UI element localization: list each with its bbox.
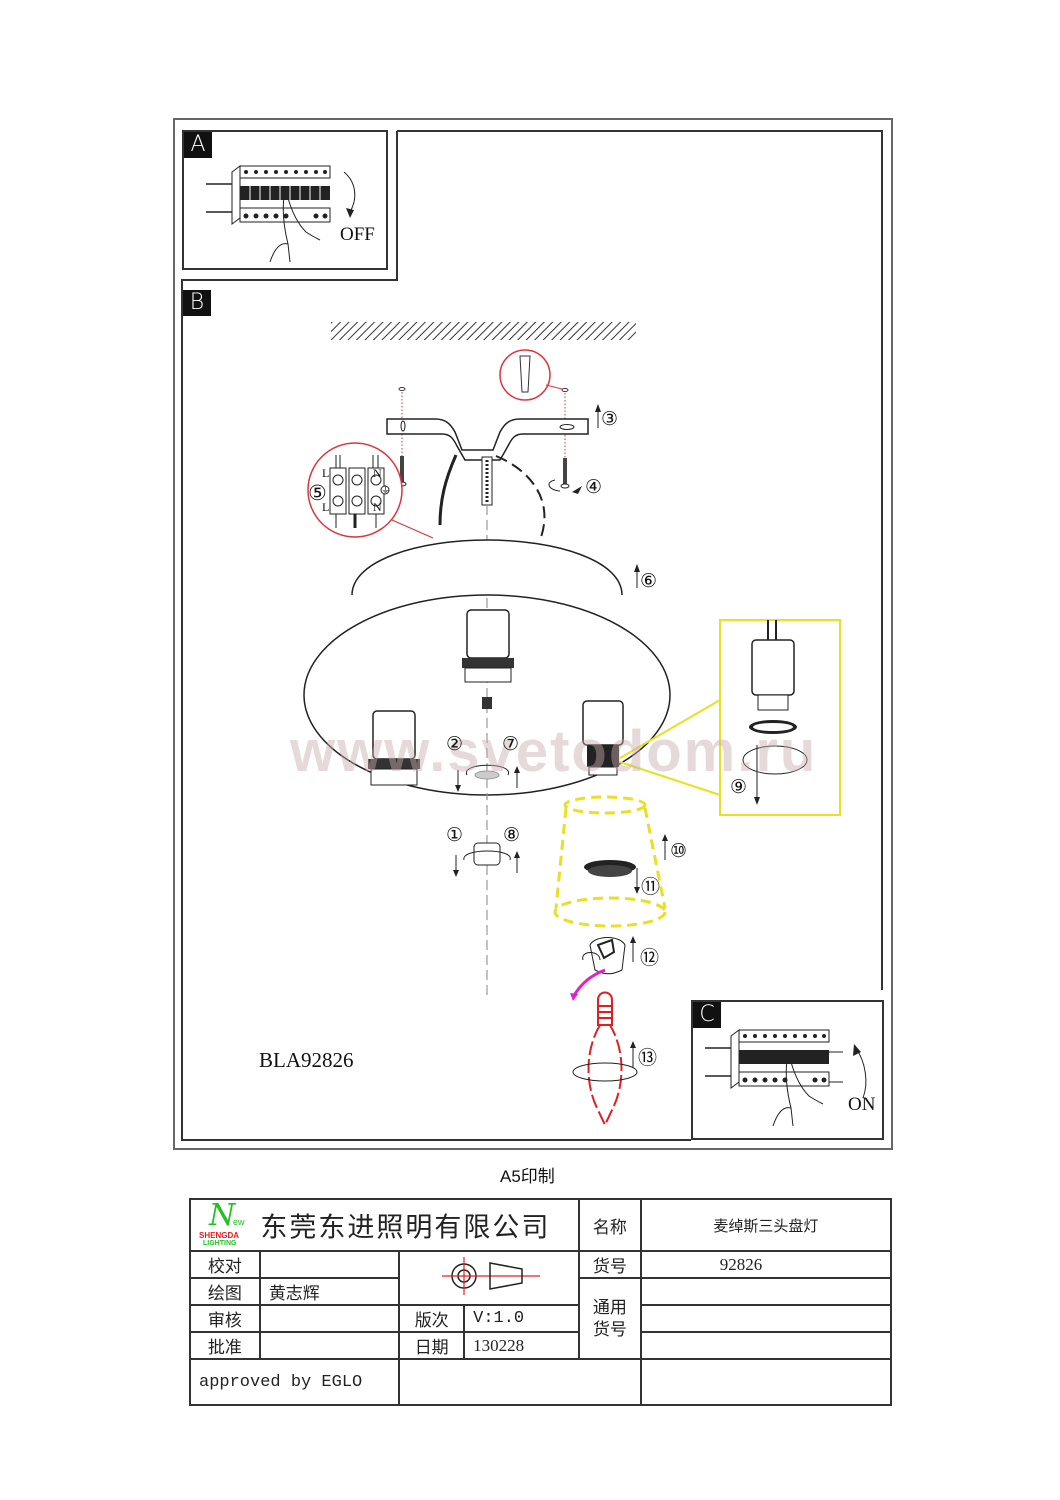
item-no-value: 92826 (639, 1250, 893, 1279)
drawing-value: 黄志辉 (258, 1277, 401, 1306)
third-angle-projection-icon (442, 1256, 541, 1295)
common-item-label-1: 通用 (592, 1297, 627, 1318)
common-item-value-2 (639, 1304, 893, 1333)
canopy (351, 539, 623, 596)
step-1: ① (446, 825, 464, 846)
common-item-label: 通用 货号 (577, 1277, 642, 1360)
drawing-label: 绘图 (189, 1277, 261, 1306)
wire-live-top: L (322, 466, 330, 480)
step-8: ⑧ (503, 825, 521, 846)
print-size-note: A5印制 (500, 1167, 555, 1186)
projection-symbol-cell (398, 1250, 580, 1306)
panel-b-label: B (183, 290, 211, 316)
panel-a: A OFF (182, 130, 388, 270)
check-value (258, 1250, 401, 1279)
glass-shade (553, 795, 667, 928)
step-9: ⑨ (730, 777, 748, 798)
assembly-illustration (303, 322, 841, 1128)
wire-live-bottom: L (322, 500, 330, 514)
panel-b-frame (181, 130, 883, 1141)
wire-neutral-bottom: N (373, 500, 382, 514)
lamp-socket-right (582, 700, 624, 776)
outer-frame (173, 118, 893, 1150)
candle-bulb (587, 991, 623, 1128)
ceiling-hatch (331, 322, 636, 340)
socket-ring-callout (719, 619, 841, 816)
common-item-value-3 (639, 1331, 893, 1360)
company-logo: N ew SHENGDA LIGHTING (199, 1198, 245, 1248)
step-5: ⑤ (308, 481, 327, 505)
step-10: ⑩ (670, 841, 688, 862)
circuit-breaker-icon (705, 1029, 867, 1127)
approve-label: 批准 (189, 1331, 261, 1360)
step-2: ② (446, 734, 464, 755)
version-value: V:1.0 (463, 1304, 580, 1333)
lamp-socket-left (368, 710, 420, 786)
panel-c-label: C (693, 1002, 721, 1028)
lamp-socket-center (462, 609, 514, 683)
check-label: 校对 (189, 1250, 261, 1279)
approved-by: approved by EGLO (188, 1358, 401, 1406)
common-item-value-1 (639, 1277, 893, 1306)
off-label: OFF (340, 224, 375, 245)
step-3: ③ (601, 409, 619, 430)
step-4: ④ (585, 477, 603, 498)
model-code: BLA92826 (259, 1048, 354, 1072)
name-label: 名称 (577, 1198, 642, 1252)
review-label: 审核 (189, 1304, 261, 1333)
company-name: 东莞东进照明有限公司 (260, 1212, 551, 1244)
step-6: ⑥ (640, 571, 658, 592)
step-13: ⑬ (638, 1048, 658, 1069)
item-no-label: 货号 (577, 1250, 642, 1279)
common-item-label-2: 货号 (592, 1319, 627, 1340)
panel-c: C ON (691, 1000, 884, 1140)
approval-blank-1 (398, 1358, 642, 1406)
version-label: 版次 (398, 1304, 466, 1333)
panel-a-label: A (184, 132, 212, 158)
company-cell: N ew SHENGDA LIGHTING 东莞东进照明有限公司 (189, 1198, 580, 1252)
wire-neutral-top: N (373, 466, 382, 480)
circuit-breaker-icon (206, 165, 356, 263)
title-block: N ew SHENGDA LIGHTING 东莞东进照明有限公司 名称 麦绰斯三… (188, 1198, 893, 1406)
approval-blank-2 (639, 1358, 893, 1406)
step-12: ⑫ (640, 948, 660, 969)
on-label: ON (848, 1094, 876, 1115)
mounting-bracket (386, 418, 589, 461)
step-11: ⑪ (641, 877, 661, 898)
name-value: 麦绰斯三头盘灯 (639, 1198, 893, 1252)
earth-icon: ⏚ (381, 486, 391, 496)
approve-value (258, 1331, 401, 1360)
review-value (258, 1304, 401, 1333)
logo-brand: SHENGDA (199, 1231, 240, 1240)
watermark: www.svetodom.ru (290, 719, 818, 784)
logo-sub: LIGHTING (203, 1240, 237, 1247)
date-value: 130228 (463, 1331, 580, 1360)
step-7: ⑦ (502, 734, 520, 755)
date-label: 日期 (398, 1331, 466, 1360)
